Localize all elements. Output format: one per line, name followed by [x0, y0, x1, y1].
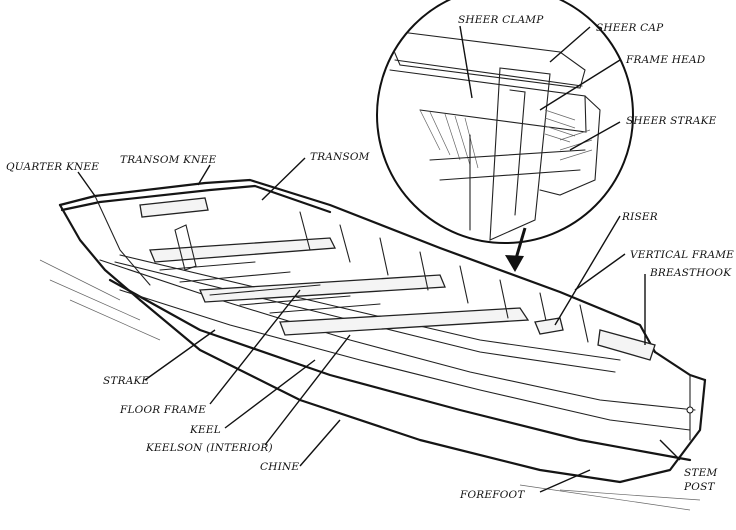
label-sheer-clamp: SHEER CLAMP — [458, 14, 544, 26]
detail-inset — [376, 0, 634, 272]
boat-hull — [39, 178, 707, 511]
label-riser: RISER — [621, 211, 658, 223]
label-quarter-knee: QUARTER KNEE — [6, 161, 99, 173]
labels: SHEER CLAMP SHEER CAP FRAME HEAD SHEER S… — [6, 14, 734, 501]
label-frame-head: FRAME HEAD — [625, 54, 706, 66]
label-stem: STEM — [684, 467, 717, 479]
label-post: POST — [683, 481, 715, 493]
label-forefoot: FOREFOOT — [459, 489, 525, 501]
label-vertical-frame: VERTICAL FRAME — [630, 249, 734, 261]
leader-lines — [77, 25, 681, 493]
label-chine: CHINE — [260, 461, 299, 473]
label-transom: TRANSOM — [310, 151, 370, 163]
label-keelson: KEELSON (INTERIOR) — [145, 442, 273, 454]
label-keel: KEEL — [189, 424, 221, 436]
label-strake: STRAKE — [103, 375, 150, 387]
label-transom-knee: TRANSOM KNEE — [120, 154, 216, 166]
label-sheer-strake: SHEER STRAKE — [626, 115, 717, 127]
label-floor-frame: FLOOR FRAME — [119, 404, 206, 416]
label-breasthook: BREASTHOOK — [649, 267, 732, 279]
label-sheer-cap: SHEER CAP — [596, 22, 664, 34]
